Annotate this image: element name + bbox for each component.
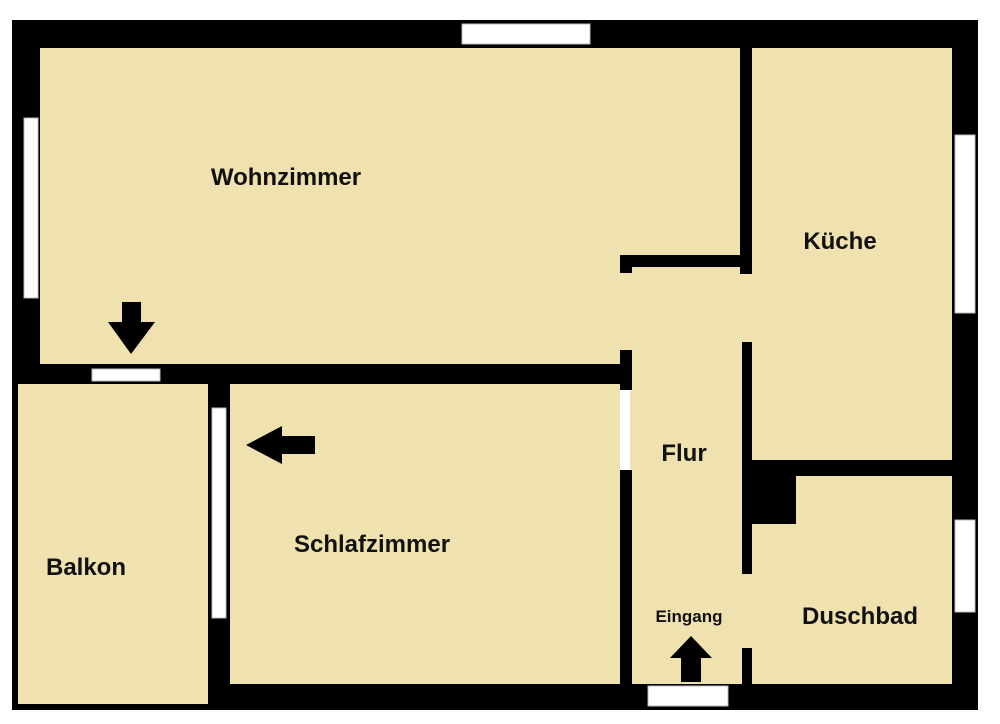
label-balkon: Balkon (46, 554, 126, 581)
window-eingang-door (647, 685, 729, 707)
floor-flur (630, 340, 755, 685)
label-wohnzimmer: Wohnzimmer (211, 164, 361, 191)
wall-flur-right-lower (742, 462, 752, 574)
wall-wohn-stub (620, 255, 752, 267)
window-kueche (954, 134, 976, 314)
label-schlafzimmer: Schlafzimmer (294, 531, 450, 558)
floor-balkon (18, 384, 208, 706)
window-duschbad (954, 519, 976, 613)
wall-wohn-kueche (740, 48, 752, 274)
window-left (23, 117, 39, 299)
wall-bottom (208, 684, 978, 710)
wall-flur-right-upper (742, 342, 752, 462)
arrows (108, 302, 712, 682)
floor-areas (18, 48, 952, 706)
floor-kueche (752, 48, 952, 460)
label-kueche: Küche (803, 228, 876, 255)
window-schlafzimmer-door (211, 407, 227, 619)
wall-bad-shaft (752, 476, 796, 524)
wall-kueche-bad (742, 460, 952, 476)
floor-schlafzimmer (230, 384, 620, 684)
wall-flur-left (620, 470, 632, 684)
room-labels: Wohnzimmer Küche Flur Schlafzimmer Balko… (46, 164, 918, 630)
wall-balkon-bottom (12, 704, 212, 710)
arrow-left-icon (246, 426, 315, 464)
arrow-up-icon (670, 636, 712, 682)
window-top (461, 23, 591, 45)
window-balkon-door (91, 368, 161, 382)
wall-balkon-left (12, 384, 18, 706)
label-eingang: Eingang (655, 607, 722, 626)
label-duschbad: Duschbad (802, 603, 918, 630)
wall-wohnzimmer-schlafzimmer (208, 364, 630, 384)
windows (23, 23, 976, 707)
wall-flur-right-stub (742, 648, 752, 684)
label-flur: Flur (661, 440, 706, 467)
arrow-down-icon (108, 302, 155, 354)
wall-flur-post (620, 350, 632, 390)
wall-wohn-stub-post (620, 255, 632, 273)
